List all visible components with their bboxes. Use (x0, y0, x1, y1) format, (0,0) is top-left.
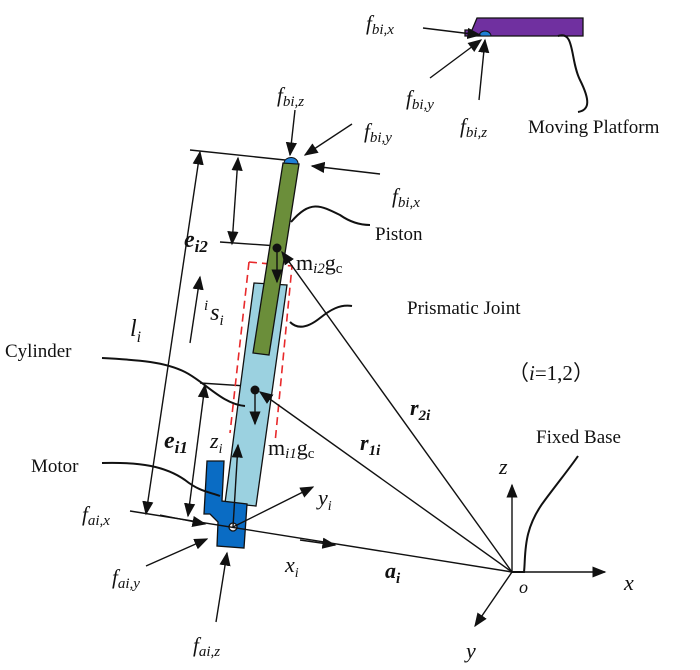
label-r2i: r2i (410, 395, 431, 424)
moving-platform (422, 17, 589, 113)
label-prismatic-joint: Prismatic Joint (407, 298, 521, 319)
label-ei1: ei1 (164, 428, 188, 457)
label-fbiz-platform: fbi,z (460, 114, 487, 141)
label-motor: Motor (31, 456, 79, 477)
force-arrow-faiy (145, 538, 209, 567)
top-reference-line (189, 149, 286, 161)
fixed-base-leader (512, 455, 579, 573)
label-zi: zi (209, 428, 223, 457)
dim-ei1 (184, 383, 209, 518)
label-ei2: ei2 (184, 227, 208, 256)
dim-li (142, 150, 204, 516)
piston-joint-ball (283, 157, 299, 165)
piston-leader (290, 205, 371, 226)
cylinder-leader (101, 357, 246, 407)
global-frame (474, 455, 607, 628)
label-xi: xi (284, 552, 299, 581)
label-moving-platform: Moving Platform (528, 117, 660, 138)
label-origin: o (519, 577, 528, 597)
force-arrow-fbix-platform (422, 27, 482, 40)
moving-platform-leader (557, 34, 589, 113)
label-fbiy-platform: fbi,y (406, 86, 434, 113)
label-faiy: fai,y (112, 565, 140, 592)
label-cylinder: Cylinder (5, 341, 72, 362)
axis-zi (231, 443, 243, 528)
dim-ei2 (227, 156, 243, 246)
label-fixed-base: Fixed Base (536, 427, 621, 448)
label-mi2gc: mi2gc (296, 250, 343, 277)
label-fbiy-leg: fbi,y (364, 119, 392, 146)
axis-yi (232, 486, 315, 528)
label-axis-x: x (623, 570, 634, 595)
label-si: isi (204, 298, 224, 329)
label-fbix-leg: fbi,x (392, 184, 420, 211)
label-fbiz-leg: fbi,z (277, 83, 304, 110)
force-arrow-fbiy-platform (429, 39, 483, 79)
vector-r2i (281, 250, 513, 573)
arrow-xi (299, 537, 337, 549)
label-li: li (130, 316, 141, 346)
force-arrow-faix (159, 514, 207, 528)
label-mi1gc: mi1gc (268, 435, 315, 462)
motor-leader (101, 461, 221, 497)
label-ai: ai (385, 558, 401, 587)
arrow-si (189, 275, 204, 344)
force-arrow-fbiz-platform (478, 38, 490, 101)
axis-y (474, 571, 513, 628)
label-yi: yi (316, 485, 332, 514)
label-index-note: （i=1,2） (508, 361, 594, 385)
force-arrow-fbiz-leg (285, 109, 297, 157)
label-axis-y: y (464, 638, 476, 663)
prismatic-joint-leader (289, 304, 353, 328)
force-arrow-fbiy-leg (303, 123, 353, 156)
label-axis-z: z (498, 454, 508, 479)
label-faiz: fai,z (193, 633, 220, 660)
piston-com-reference-line (219, 241, 279, 247)
label-fbix-platform: fbi,x (366, 11, 394, 38)
moving-platform-body (464, 17, 584, 37)
force-arrow-faiz (215, 551, 231, 623)
vector-r1i (258, 391, 513, 573)
label-piston: Piston (375, 224, 423, 245)
force-arrow-fbix-leg (310, 161, 381, 175)
dimension-lines (142, 149, 286, 518)
label-r1i: r1i (360, 430, 381, 459)
leg (203, 157, 300, 549)
label-faix: fai,x (82, 502, 110, 529)
